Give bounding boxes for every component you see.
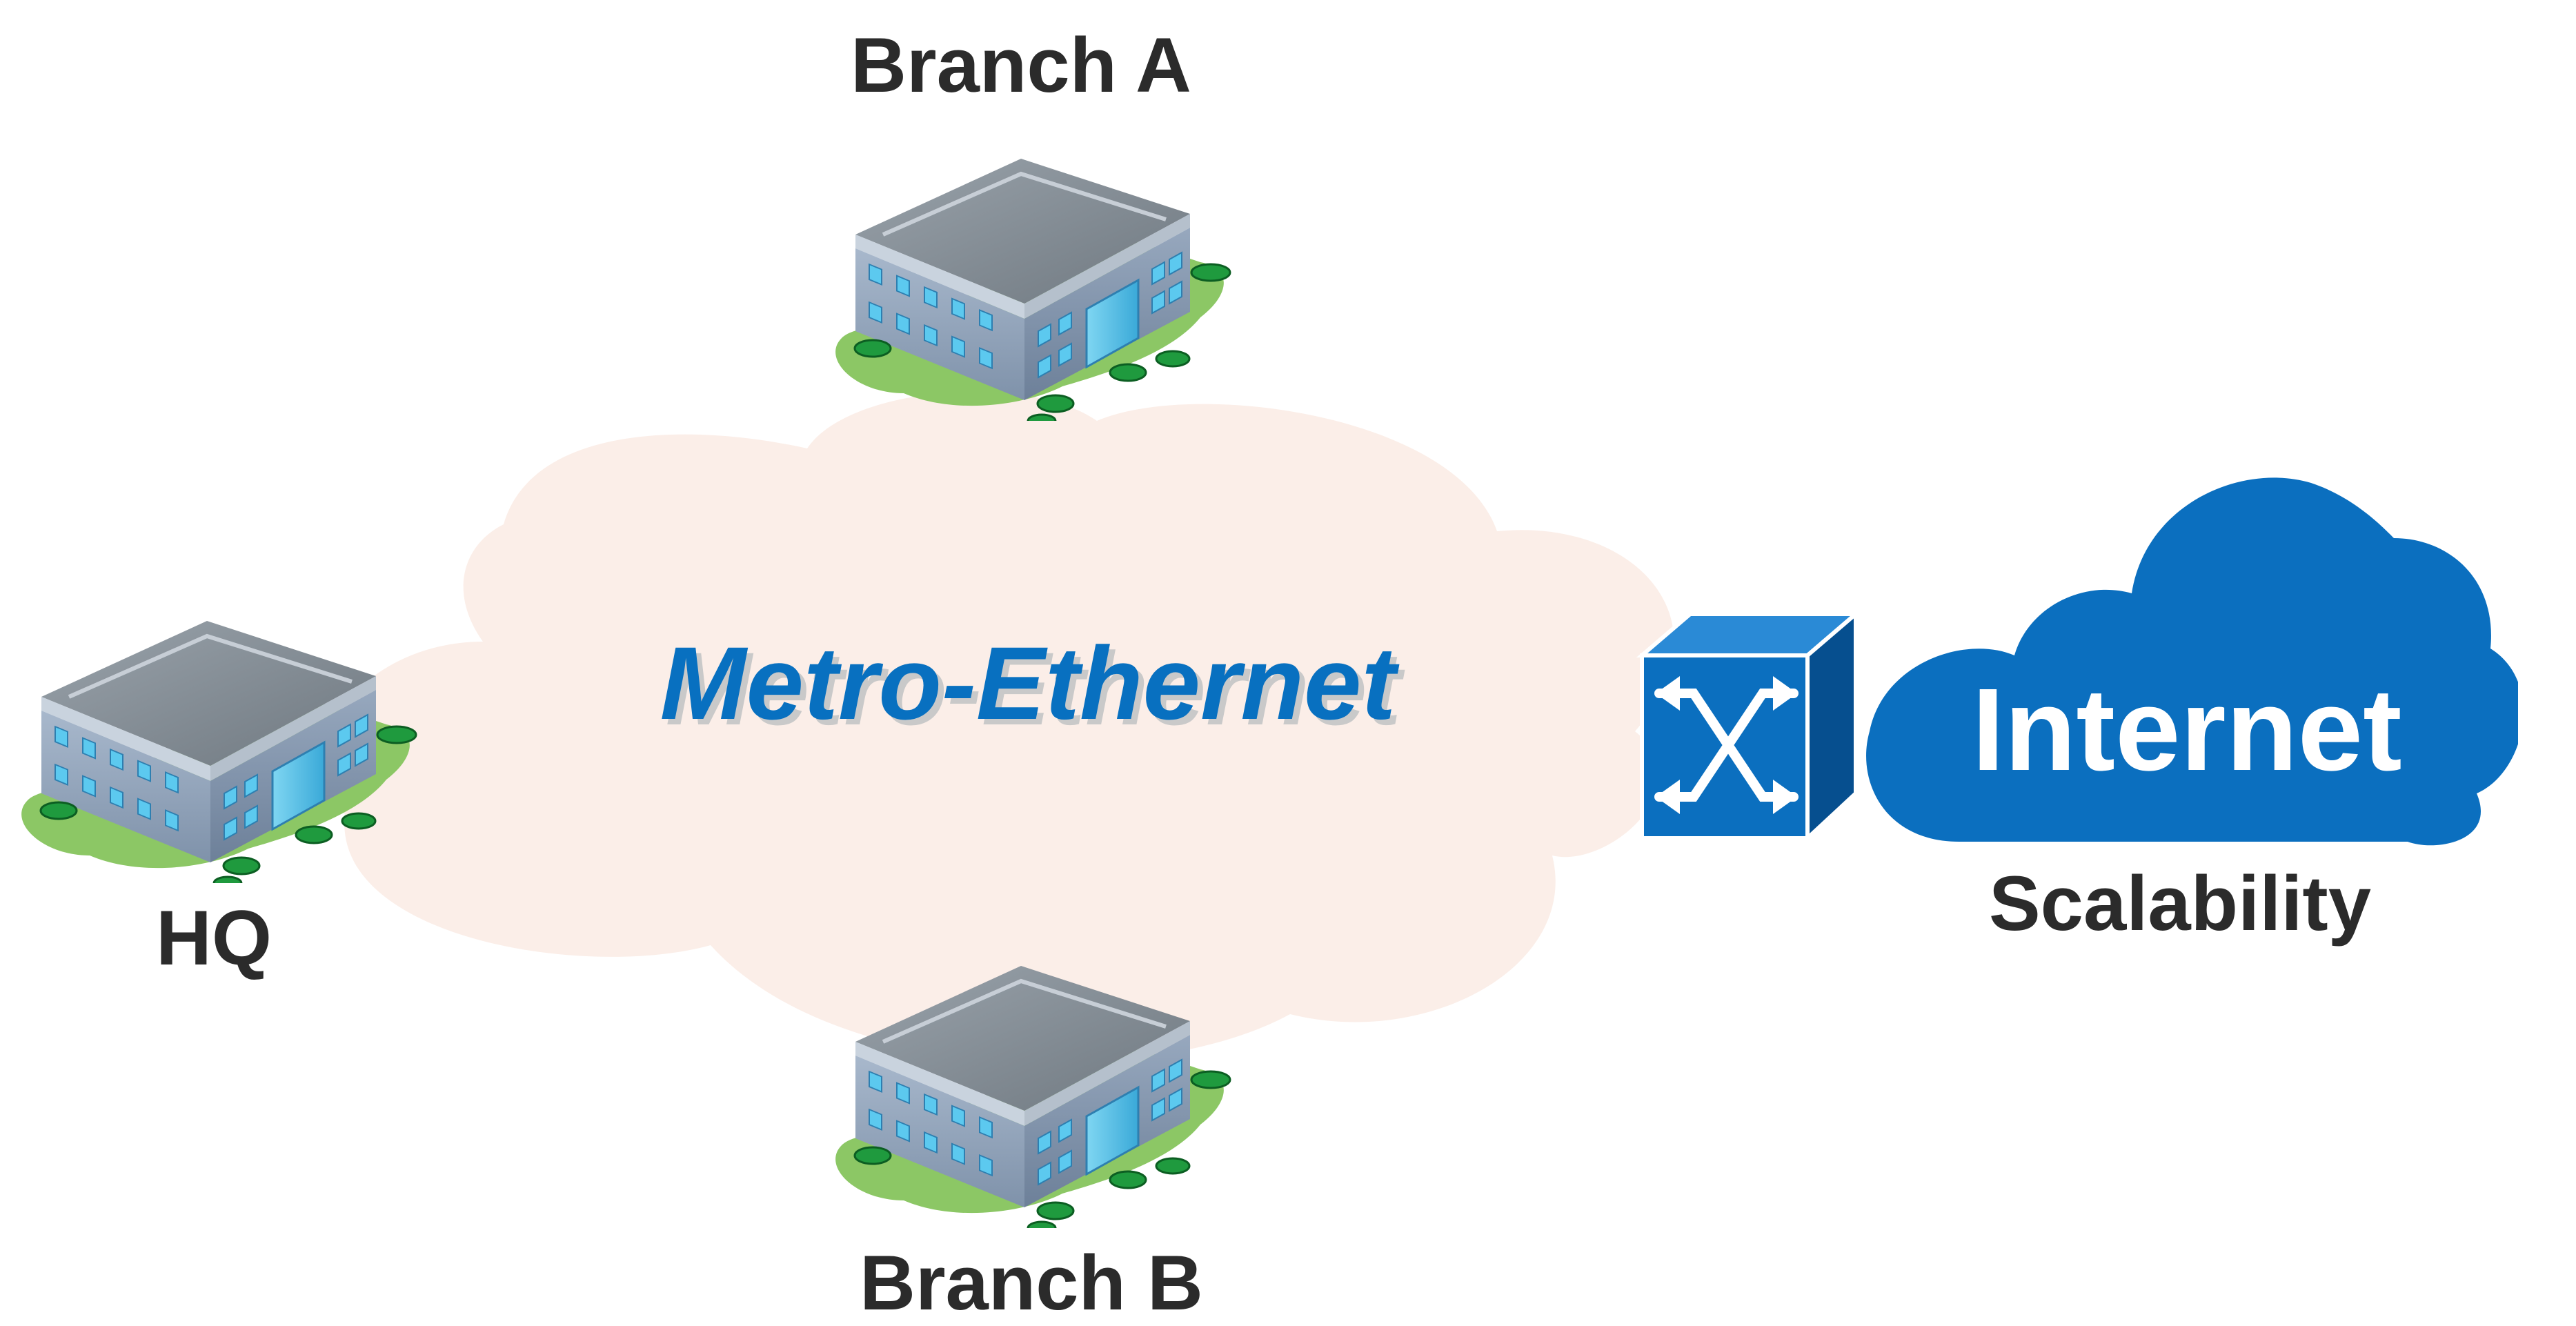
hq-label: HQ	[156, 895, 272, 981]
metro-ethernet-title: Metro-Ethernet	[660, 625, 1396, 741]
metro-cloud-icon	[324, 391, 1674, 1062]
building-icon	[814, 938, 1242, 1228]
internet-cloud-icon	[1866, 477, 2518, 846]
building-icon	[0, 593, 428, 883]
switch-icon	[1636, 609, 1862, 843]
building-icon	[814, 131, 1242, 421]
branch-b-label: Branch B	[860, 1240, 1203, 1326]
internet-title: Internet	[1972, 664, 2402, 795]
scalability-caption: Scalability	[1988, 860, 2372, 947]
branch-a-label: Branch A	[851, 22, 1191, 108]
